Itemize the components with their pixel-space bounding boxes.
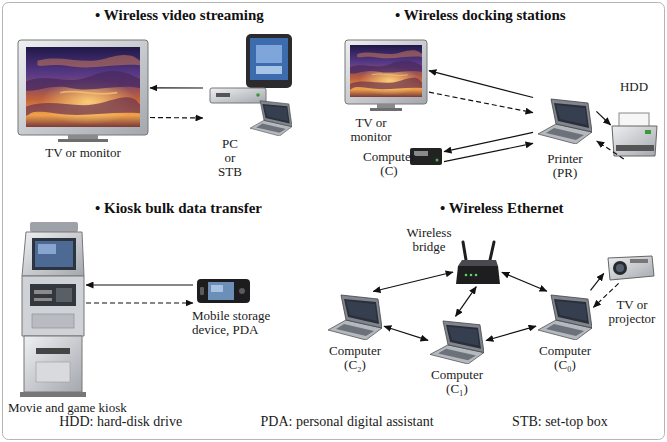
label-holder: TV or monitor [23, 146, 143, 160]
device-label: Mobile storage device, PDA [192, 309, 292, 337]
laptop-computer: Computer (C₀) [538, 292, 592, 340]
laptop-computer: Computer (C) [535, 95, 595, 145]
media-kiosk: Movie and game kiosk [22, 222, 84, 397]
device-label: Computer (C₂) [324, 344, 386, 372]
link-arrow [150, 87, 203, 88]
label-holder: Movie and game kiosk [8, 401, 178, 415]
panel-heading: • Kiosk bulk data transfer [95, 199, 262, 217]
link-arrow [429, 71, 533, 98]
pc-set-top-box: PC or STB [205, 35, 293, 135]
laptop-computer: Computer (C₁) [430, 318, 484, 364]
panel-heading: • Wireless video streaming [95, 6, 264, 24]
label-holder: TV or projector [602, 298, 662, 326]
link-arrow [384, 326, 428, 340]
label-holder: Computer (C₀) [534, 344, 596, 372]
device-label: Computer (C) [363, 150, 415, 178]
link-arrow [373, 272, 453, 292]
label-holder: Printer (PR) [534, 152, 596, 180]
link-arrow [444, 143, 533, 161]
link-arrow [502, 272, 547, 291]
abbreviation-note: PDA: personal digital assistant [261, 414, 434, 430]
dashed-link-arrow [593, 283, 618, 307]
label-holder: • Wireless video streaming [95, 6, 264, 24]
dashed-link-arrow [150, 117, 203, 119]
device-label: Movie and game kiosk [8, 401, 178, 415]
hard-disk-drive: HDD [410, 146, 442, 166]
device-label: TV or monitor [23, 146, 143, 160]
laptop-computer: Computer (C₂) [328, 292, 382, 340]
dashed-link-arrow [86, 302, 193, 303]
abbreviation-row: HDD: hard-disk drive PDA: personal digita… [20, 414, 647, 430]
link-arrow [591, 273, 604, 290]
device-label: HDD [609, 80, 659, 94]
link-arrow [486, 326, 536, 340]
label-holder: Computer (C₁) [426, 368, 488, 396]
label-holder: Computer (C) [363, 150, 415, 178]
label-holder: Mobile storage device, PDA [192, 309, 292, 337]
dashed-link-arrow [429, 92, 533, 112]
abbreviation-note: STB: set-top box [512, 414, 608, 430]
link-arrow [86, 284, 193, 285]
label-holder: TV or monitor [342, 116, 400, 144]
label-holder: Computer (C₂) [324, 344, 386, 372]
label-holder: PC or STB [217, 137, 243, 179]
label-holder: Wireless bridge [401, 226, 457, 254]
label-holder: • Wireless Ethernet [440, 199, 564, 217]
label-holder: HDD [609, 80, 659, 94]
abbreviation-note: HDD: hard-disk drive [59, 414, 182, 430]
label-holder: • Kiosk bulk data transfer [95, 199, 262, 217]
device-label: Wireless bridge [401, 226, 457, 254]
device-label: Computer (C₀) [534, 344, 596, 372]
printer: Printer (PR) [612, 112, 657, 160]
device-label: PC or STB [217, 137, 243, 179]
device-label: Computer (C₁) [426, 368, 488, 396]
link-arrow [596, 111, 610, 125]
wireless-bridge: Wireless bridge [455, 240, 500, 285]
device-label: TV or monitor [342, 116, 400, 144]
link-arrow [444, 132, 533, 151]
dashed-link-arrow [597, 141, 624, 159]
device-label: TV or projector [602, 298, 662, 326]
tv-monitor: TV or monitor [18, 40, 148, 142]
projector: TV or projector [605, 248, 655, 282]
tv-monitor: TV or monitor [345, 40, 427, 112]
panel-heading: • Wireless docking stations [395, 6, 566, 24]
panel-heading: • Wireless Ethernet [440, 199, 564, 217]
label-holder: • Wireless docking stations [395, 6, 566, 24]
mobile-storage-device: Mobile storage device, PDA [195, 278, 250, 304]
device-label: Printer (PR) [534, 152, 596, 180]
link-arrow [456, 287, 477, 317]
